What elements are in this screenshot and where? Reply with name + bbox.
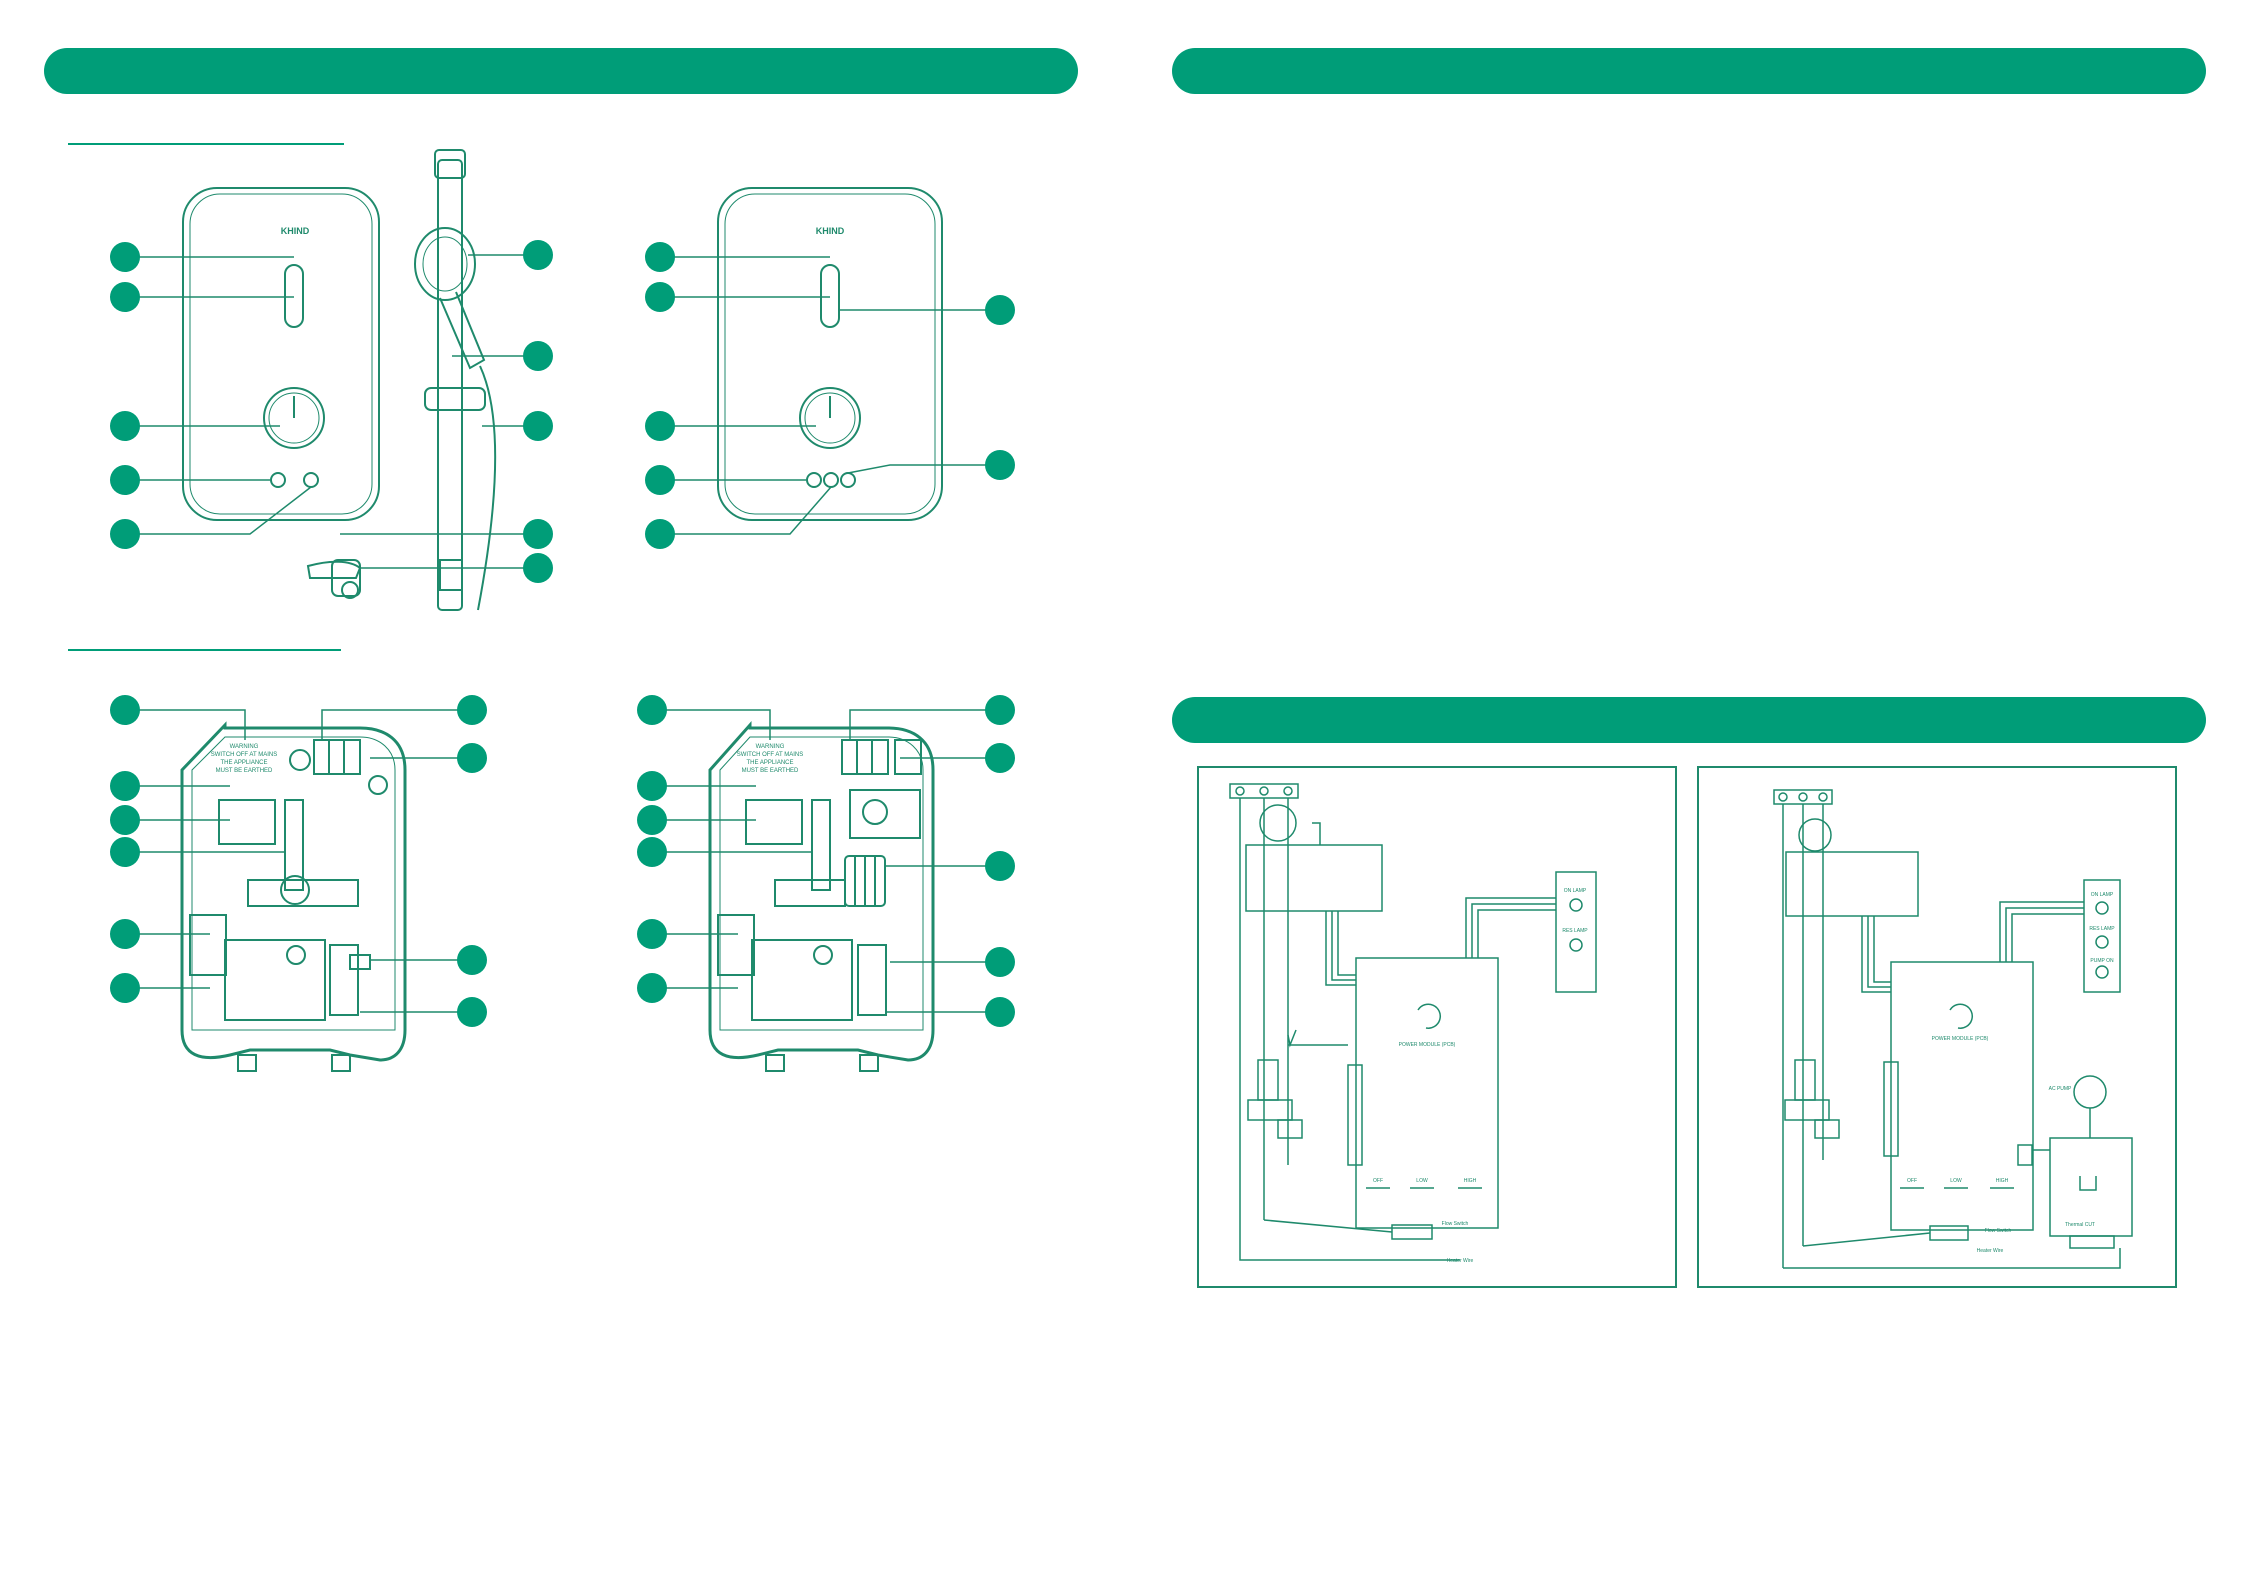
heater-interior-view: WARNING SWITCH OFF AT MAINS THE APPLIANC… <box>180 721 407 1072</box>
wd2-led-b: RES LAMP <box>2089 926 2115 932</box>
wd2-pump: AC PUMP <box>2049 1086 2072 1092</box>
brand-logo: KHIND <box>281 226 310 236</box>
wd2-heater: Heater Wire <box>1977 1248 2004 1254</box>
wd2-sw2: LOW <box>1950 1178 1962 1184</box>
wd2-cutout: Thermal CUT <box>2065 1222 2095 1228</box>
warning-text-4: MUST BE EARTHED <box>216 768 273 774</box>
wd2-led-c: PUMP ON <box>2090 958 2114 964</box>
wd1-heater: Heater Wire <box>1447 1258 1474 1264</box>
callout-badges <box>110 240 1015 1027</box>
wd1-sw2: LOW <box>1416 1178 1428 1184</box>
left-page-header-bar <box>44 48 1078 94</box>
wd2-flow: Flow Switch <box>1985 1228 2012 1234</box>
warning-text-3: THE APPLIANCE <box>220 760 267 766</box>
relay-block <box>1245 844 1383 912</box>
flow-switch <box>329 944 359 1016</box>
current-transformer <box>1259 804 1297 842</box>
control-pcb <box>1355 957 1499 1229</box>
heater-exterior-front: KHIND <box>182 187 380 521</box>
wd1-sw1: OFF <box>1373 1178 1383 1184</box>
exterior-2-callout-lines <box>660 256 1000 535</box>
ac-pump-symbol <box>2073 1075 2107 1109</box>
wd1-led-a: ON LAMP <box>1564 888 1587 894</box>
heater-terminal <box>1257 1059 1279 1101</box>
interior-2-callout-lines <box>660 709 1000 1013</box>
temperature-knob <box>263 387 325 449</box>
brand-logo-2: KHIND <box>816 226 845 236</box>
warning-text-1: WARNING <box>230 744 259 750</box>
wd2-led-a: ON LAMP <box>2091 892 2114 898</box>
warning-text-b4: MUST BE EARTHED <box>742 768 799 774</box>
riser-rail <box>437 159 463 611</box>
wd1-flow: Flow Switch <box>1442 1221 1469 1227</box>
wd2-sw1: OFF <box>1907 1178 1917 1184</box>
interior-1-callout-lines <box>125 709 460 1013</box>
soap-holder <box>439 559 463 591</box>
exterior-1-callout-lines <box>125 254 538 569</box>
terminal-block <box>313 739 361 775</box>
warning-text-b2: SWITCH OFF AT MAINS <box>737 752 803 758</box>
wd2-pcb-label: POWER MODULE (PCB) <box>1932 1036 1989 1042</box>
warning-text-b3: THE APPLIANCE <box>746 760 793 766</box>
wd1-led-b: RES LAMP <box>1562 928 1588 934</box>
heating-element <box>218 799 276 845</box>
heater-interior-view-pump-model: WARNING SWITCH OFF AT MAINS THE APPLIANC… <box>708 721 935 1072</box>
wiring-diagram-standard: POWER MODULE (PCB) ON LAMP RES LAMP OFF … <box>1197 766 1677 1288</box>
heater-exterior-front-pump-model: KHIND <box>717 187 943 521</box>
wd1-sw3: HIGH <box>1464 1178 1477 1184</box>
warning-text-b1: WARNING <box>756 744 785 750</box>
wiring-section-header-bar <box>1172 697 2206 743</box>
on-button <box>270 472 286 488</box>
shower-set <box>306 149 497 611</box>
indicator-window <box>284 264 304 328</box>
slide-bracket <box>424 387 486 411</box>
led-panel <box>1555 871 1597 993</box>
mains-terminal <box>1229 783 1299 799</box>
inlet-valve <box>306 560 362 579</box>
reset-button <box>303 472 319 488</box>
wd2-sw3: HIGH <box>1996 1178 2009 1184</box>
shower-hose <box>477 365 497 611</box>
warning-text-2: SWITCH OFF AT MAINS <box>211 752 277 758</box>
wiring-diagram-pump-model: POWER MODULE (PCB) ON LAMP RES LAMP PUMP… <box>1697 766 2177 1288</box>
right-page-header-bar <box>1172 48 2206 94</box>
hand-shower-head <box>414 227 476 301</box>
wd1-pcb-label: POWER MODULE (PCB) <box>1399 1042 1456 1048</box>
